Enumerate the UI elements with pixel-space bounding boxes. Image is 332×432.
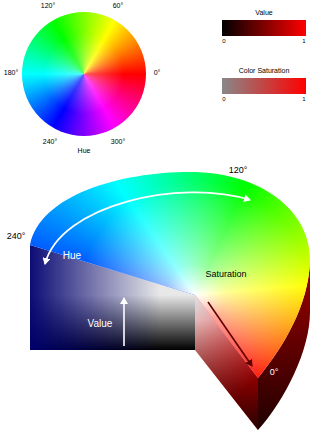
axis-label: Hue [63, 250, 81, 261]
scale-number: 1 [302, 38, 305, 45]
angle-label: 0° [154, 69, 161, 77]
angle-label: 120° [41, 2, 55, 10]
angle-label: 60° [113, 2, 124, 10]
value-bar [222, 20, 306, 36]
scale-number: 0 [222, 38, 225, 45]
scale-number: 1 [302, 96, 305, 103]
scale-number: 0 [222, 96, 225, 103]
angle-label: 240° [43, 138, 57, 146]
axis-label: Hue [78, 147, 91, 155]
angle-label: 120° [229, 166, 248, 176]
bar-title: Color Saturation [239, 67, 290, 75]
axis-label: Saturation [205, 270, 246, 280]
saturation-bar [222, 78, 306, 94]
value-arrow [123, 298, 125, 346]
hue-arc [45, 192, 250, 264]
axis-label: Value [88, 318, 113, 329]
saturation-arrow [208, 302, 252, 366]
angle-label: 300° [111, 138, 125, 146]
hue-wheel [22, 12, 146, 136]
bar-title: Value [255, 9, 272, 17]
angle-label: 180° [4, 69, 18, 77]
angle-label: 0° [270, 368, 279, 378]
angle-label: 240° [7, 232, 26, 242]
